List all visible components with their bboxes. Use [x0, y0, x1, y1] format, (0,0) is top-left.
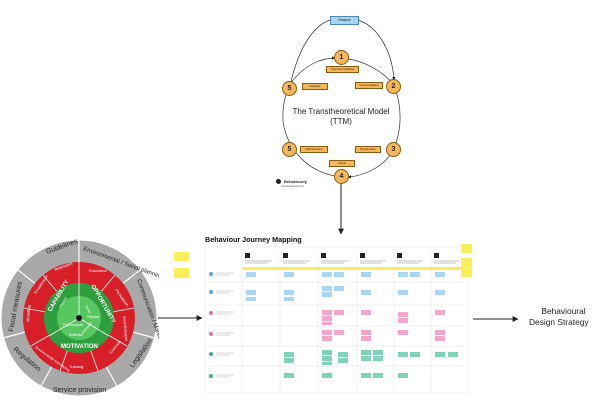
journey-row-icons [209, 272, 213, 378]
journey-cards-pink [322, 310, 445, 341]
journey-header-bar [242, 267, 467, 270]
behaviourly-logo: Behaviourly [284, 179, 307, 184]
ttm-label-relapse: Relapse [302, 83, 328, 90]
inner-label-psychological: Psychological [63, 323, 83, 327]
ttm-label-maintenance: Maintenance [300, 146, 328, 153]
intervention-label-training: Training [69, 364, 83, 369]
stage-1-icon [245, 253, 250, 258]
strategy-label-line1: Behavioural [541, 306, 586, 316]
journey-board-bg [204, 246, 469, 394]
row-2-icon [209, 290, 213, 294]
behavioural-design-strategy-label: Behavioural Design Strategy [527, 306, 600, 328]
ttm-label-contemplation: Contemplation [355, 82, 383, 89]
stage-4-icon [360, 253, 365, 258]
behaviourly-url: www.behaviourly.com [281, 185, 304, 188]
sticky-note-right-3 [461, 268, 472, 277]
journey-stage-icons [245, 253, 439, 258]
journey-row-labels [216, 272, 234, 378]
inner-label-reflective: Reflective [69, 333, 83, 337]
ttm-node-5-relapse: 5 [282, 81, 297, 96]
intervention-label-modelling: Modelling [25, 305, 31, 322]
ttm-label-action: Action [329, 160, 355, 167]
behaviourly-logo-icon [276, 179, 281, 184]
journey-cards-teal [284, 350, 458, 378]
strategy-label-line2: Design Strategy [529, 317, 589, 327]
relapse-arc-right [356, 19, 396, 81]
inner-label-physical-opp: Physical [87, 315, 99, 319]
relapse-box: Relapse [330, 16, 359, 25]
ttm-title: The Transtheoretical Model (TTM) [276, 107, 406, 127]
ttm-node-1: 1 [334, 50, 349, 65]
stage-2-icon [283, 253, 288, 258]
ttm-node-4: 4 [334, 169, 349, 184]
inner-label-social: Social [84, 305, 92, 315]
ttm-cycle-arc-top [289, 56, 336, 85]
stage-5-icon [397, 253, 402, 258]
sticky-note-right-2 [461, 258, 472, 267]
ttm-node-5-maintenance: 5 [282, 142, 297, 157]
ttm-cycle-arc-right [340, 57, 401, 179]
ttm-node-3: 3 [386, 142, 401, 157]
intervention-label-incentivisation: Incentivisation [122, 316, 129, 342]
intervention-label-education: Education [89, 268, 107, 273]
intervention-label-restriction: Restriction [54, 261, 73, 272]
ttm-title-line2: (TTM) [330, 117, 352, 126]
row-1-icon [209, 272, 213, 276]
stage-6-icon [434, 253, 439, 258]
source-label-motivation: MOTIVATION [61, 344, 98, 350]
journey-cards-blue [246, 272, 445, 301]
behaviour-change-wheel: Guidelines Environmental / Social planni… [0, 238, 159, 397]
sticky-note-right-1 [461, 244, 472, 253]
ttm-title-line1: The Transtheoretical Model [292, 107, 390, 116]
relapse-arc-left [289, 19, 331, 87]
inner-label-physical-cap: Physical [58, 296, 68, 309]
wheel-center-icon [76, 315, 82, 321]
row-6-icon [209, 374, 213, 378]
row-5-icon [209, 352, 213, 356]
journey-map-board [174, 244, 472, 394]
row-3-icon [209, 311, 213, 315]
journey-row-dividers [205, 281, 468, 367]
sticky-note-left-2 [174, 268, 189, 278]
policy-label-service: Service provision [53, 387, 106, 394]
journey-column-dividers [241, 252, 432, 392]
ttm-label-preparation: Preparation [355, 146, 381, 153]
journey-stage-header-text [245, 260, 460, 264]
ttm-label-precontemplation: Precontemplation [326, 66, 359, 73]
source-dividers [48, 283, 110, 337]
row-4-icon [209, 332, 213, 336]
journey-map-title: Behaviour Journey Mapping [205, 235, 302, 244]
ttm-node-2: 2 [386, 79, 401, 94]
stage-3-icon [321, 253, 326, 258]
sticky-note-left-1 [174, 252, 189, 261]
